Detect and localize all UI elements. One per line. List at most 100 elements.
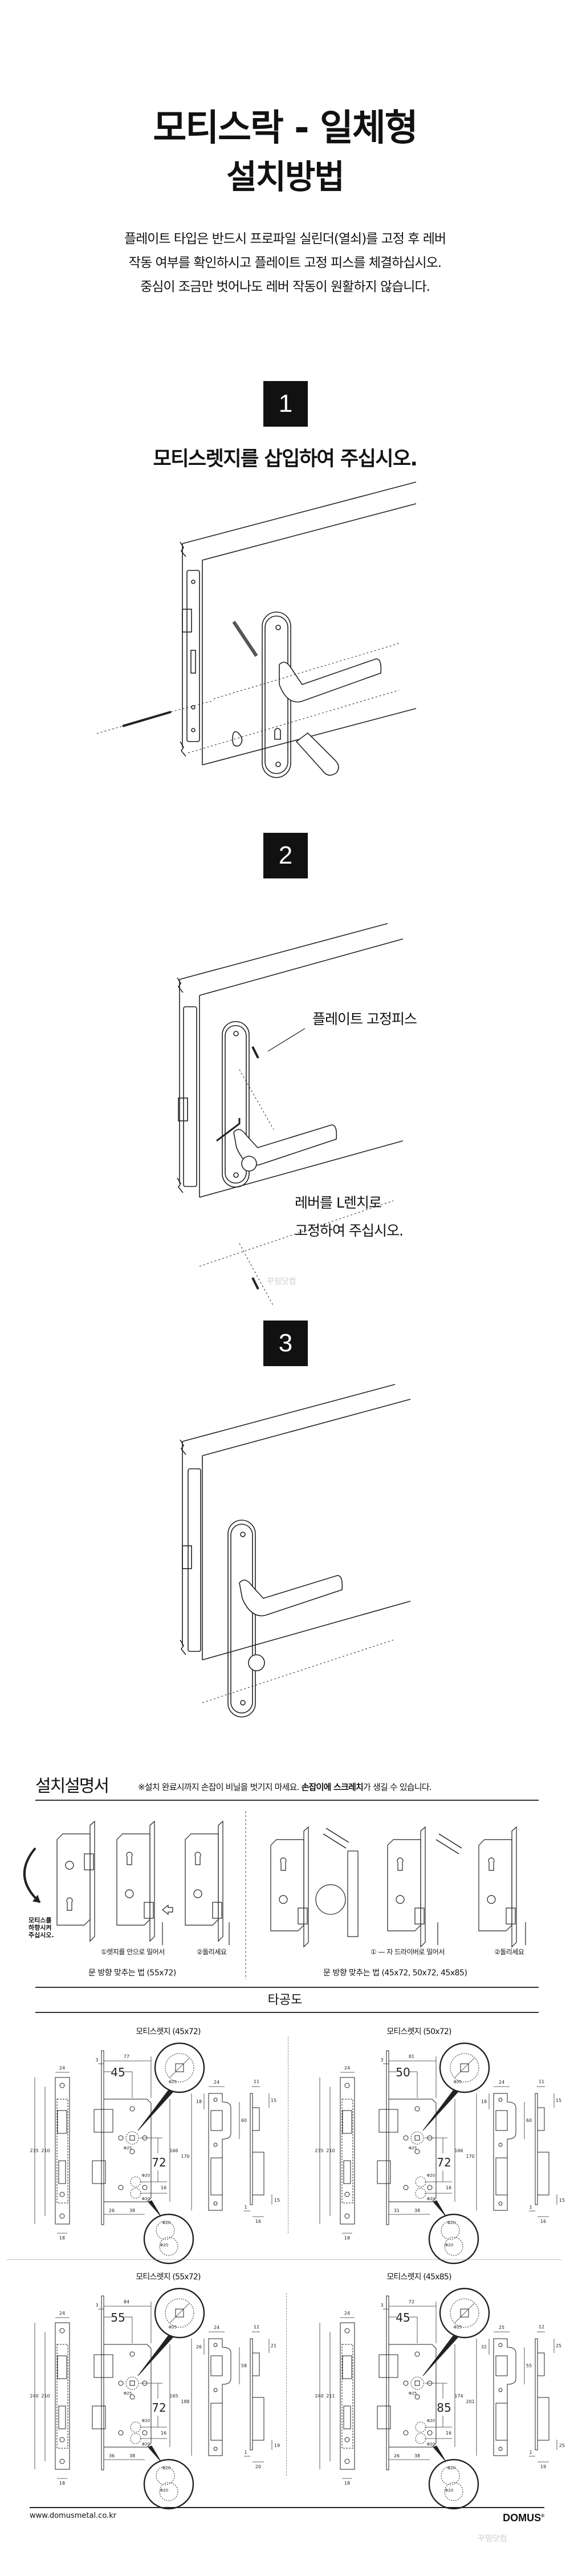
intro-line: 작동 여부를 확인하시고 플레이트 고정 피스를 체결하십시오. [128, 256, 442, 270]
spindle-hole [279, 1895, 288, 1904]
latch [93, 2109, 113, 2133]
hole [403, 2185, 409, 2190]
mortise-lock-icon [270, 1826, 309, 1948]
detail-dashed [156, 2221, 175, 2240]
spindle-icon [232, 621, 258, 657]
mortise-body [104, 2344, 152, 2448]
dim-front-outer: 240 [315, 2393, 323, 2399]
lever-handle [239, 1575, 343, 1617]
dim-cylinder-bottom: Φ20 [427, 2442, 435, 2447]
manual-illustrations [23, 1811, 526, 1979]
detail-square [175, 2308, 184, 2318]
detail-leader [148, 2200, 161, 2217]
dim-side-bottom: 19 [274, 2443, 280, 2448]
deadbolt [92, 2405, 106, 2429]
dim-front-bottom: 18 [344, 2481, 350, 2486]
detail-cylinder-top-label: Φ20 [447, 2221, 455, 2225]
detail-cylinder-top-label: Φ20 [447, 2466, 455, 2470]
dim-front-width: 24 [344, 2311, 350, 2316]
dim-strike-top: 32 [481, 2344, 487, 2350]
dim-side-top: 15 [556, 2098, 561, 2103]
dim-hole-spacing: 38 [129, 2208, 135, 2213]
panel-separator [7, 2259, 561, 2260]
dim-center-to-center: 72 [152, 2401, 166, 2415]
deadbolt [377, 2160, 391, 2184]
detail-dashed [159, 2482, 178, 2501]
dim-center-to-center: 85 [437, 2401, 451, 2415]
screw-icon [122, 711, 172, 727]
mortise-body [116, 1833, 150, 1926]
mortise-faceplate [186, 570, 200, 742]
dim-front-outer: 235 [30, 2148, 38, 2153]
dim-body-height: 166 [169, 2148, 178, 2153]
dim-side-width: 12 [254, 2324, 259, 2330]
step-1-door-illustration [96, 481, 417, 778]
thumbturn-icon [248, 1654, 265, 1671]
watermark-logo: 꾸밈닷컴 [267, 1277, 296, 1286]
detail-spindle-label: Φ25 [454, 2325, 462, 2330]
manual-diagrams [23, 1811, 526, 1979]
strike-hole [213, 2097, 218, 2102]
dim-total-depth: 81 [409, 2054, 414, 2059]
dim-body-height: 165 [169, 2393, 178, 2399]
magnified-detail-circle [315, 1884, 346, 1915]
cylinder-hole [415, 2421, 426, 2433]
dim-side-bottom: 15 [274, 2198, 280, 2203]
dim-body-height: 174 [454, 2393, 463, 2399]
dim-hole-offset: 36 [109, 2453, 115, 2458]
dim-backset: 45 [396, 2311, 410, 2324]
strike-hole [213, 2201, 218, 2206]
dim-cylinder-top: Φ20 [142, 2419, 150, 2423]
spindle-hole [396, 1895, 405, 1904]
mortise-body [104, 2099, 152, 2202]
mortise-body [270, 1839, 304, 1931]
dim-strike-top: 26 [196, 2344, 202, 2350]
faceplate-side [101, 2050, 104, 2225]
screw-hole [59, 2328, 65, 2334]
website-link[interactable]: www.domusmetal.co.kr [30, 2512, 117, 2520]
dim-total-depth: 84 [124, 2299, 129, 2304]
plate-screw-icon [251, 1046, 259, 1290]
intro-text: 플레이트 타입은 반드시 프로파일 실린더(열쇠)를 고정 후 레버 작동 여부… [0, 227, 570, 299]
detail-dashed [450, 2053, 479, 2083]
latch-icon [182, 609, 192, 633]
dim-offset: 3 [380, 2303, 383, 2308]
spindle-square [129, 2380, 135, 2386]
dim-strike-top: 18 [196, 2099, 202, 2104]
dim-strike-width: 24 [214, 2325, 219, 2330]
latch-slot [57, 2110, 67, 2134]
keyhole-icon [274, 728, 281, 740]
latch [414, 1907, 425, 1925]
hole [403, 2430, 409, 2436]
intro-line: 플레이트 타입은 반드시 프로파일 실린더(열쇠)를 고정 후 레버 [124, 232, 446, 246]
dim-total-depth: 77 [124, 2054, 129, 2059]
cylinder-hole [130, 2421, 141, 2433]
deadbolt [92, 2160, 106, 2184]
dim-front-inner: 210 [41, 2148, 50, 2153]
detail-dashed [159, 2237, 178, 2256]
screwdriver-icon [323, 1828, 349, 1849]
dim-strike-lip: 55 [526, 2363, 532, 2368]
cylinder-detail-circle [143, 2458, 194, 2510]
body-outline [341, 2344, 353, 2449]
hole [414, 2106, 420, 2112]
detail-leader [422, 2335, 458, 2376]
page-title: 모티스락 - 일체형 [153, 107, 418, 149]
panel-title: 모티스렛지 (55x72) [136, 2273, 201, 2282]
body-outline [341, 2099, 353, 2204]
dim-front-width: 24 [344, 2065, 350, 2071]
detail-square [460, 2063, 469, 2072]
panel-separator [286, 2293, 287, 2476]
body-outline [56, 2344, 68, 2449]
latch-slot [57, 2355, 67, 2379]
dim-side-width: 11 [539, 2079, 544, 2084]
dim-front-bottom: 18 [59, 2481, 65, 2486]
strike-hole [498, 2388, 503, 2392]
screw-hole [344, 2437, 350, 2443]
mortise-body [387, 1839, 421, 1931]
